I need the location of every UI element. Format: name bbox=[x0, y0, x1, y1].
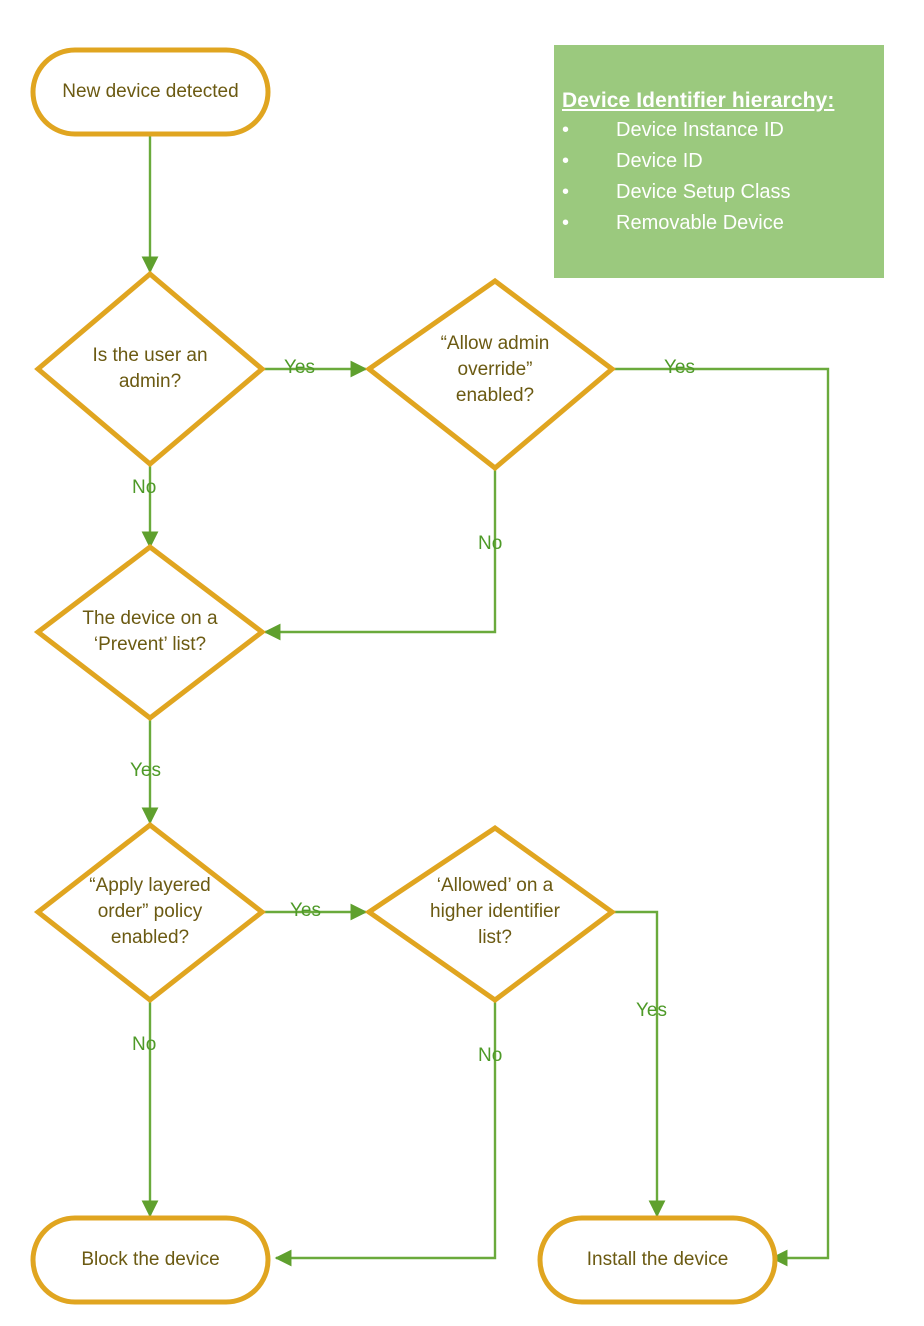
edge-label-prevent-yes: Yes bbox=[130, 760, 161, 781]
node-layered-order[interactable] bbox=[33, 821, 267, 1004]
edge-override-no bbox=[263, 470, 497, 641]
edge-label-allowed-no: No bbox=[478, 1045, 503, 1066]
edge-label-layered-no: No bbox=[132, 1034, 157, 1055]
legend-item: • Device Instance ID bbox=[554, 115, 884, 146]
edge-allowed-no bbox=[274, 1002, 497, 1267]
node-admin-override[interactable] bbox=[364, 277, 617, 472]
legend-title: Device Identifier hierarchy: bbox=[562, 89, 835, 112]
legend-item: • Removable Device bbox=[554, 208, 884, 239]
node-install-device[interactable] bbox=[537, 1215, 778, 1305]
legend-item-label: Device Setup Class bbox=[616, 181, 791, 203]
node-allowed-higher[interactable] bbox=[364, 824, 617, 1004]
edge-label-layered-yes: Yes bbox=[290, 900, 321, 921]
edge-label-override-no: No bbox=[478, 533, 503, 554]
bullet-icon: • bbox=[562, 119, 570, 141]
node-block-device[interactable] bbox=[30, 1215, 271, 1305]
edge-override-yes bbox=[612, 367, 830, 1267]
legend-item-label: Removable Device bbox=[616, 212, 784, 234]
node-prevent-list[interactable] bbox=[33, 543, 267, 722]
legend-box: Device Identifier hierarchy: • Device In… bbox=[554, 45, 884, 278]
legend-list: • Device Instance ID • Device ID • Devic… bbox=[554, 115, 884, 239]
node-start[interactable] bbox=[30, 47, 271, 137]
edge-label-is-admin-no: No bbox=[132, 477, 157, 498]
legend-item: • Device Setup Class bbox=[554, 177, 884, 208]
node-is-admin[interactable] bbox=[34, 270, 266, 468]
edge-label-allowed-yes: Yes bbox=[636, 1000, 667, 1021]
bullet-icon: • bbox=[562, 181, 570, 203]
bullet-icon: • bbox=[562, 150, 570, 172]
edge-allowed-yes bbox=[612, 910, 666, 1218]
legend-item: • Device ID bbox=[554, 146, 884, 177]
edge-label-is-admin-yes: Yes bbox=[284, 357, 315, 378]
edge-label-override-yes: Yes bbox=[664, 357, 695, 378]
legend-item-label: Device Instance ID bbox=[616, 119, 784, 141]
legend-item-label: Device ID bbox=[616, 150, 703, 172]
bullet-icon: • bbox=[562, 212, 570, 234]
